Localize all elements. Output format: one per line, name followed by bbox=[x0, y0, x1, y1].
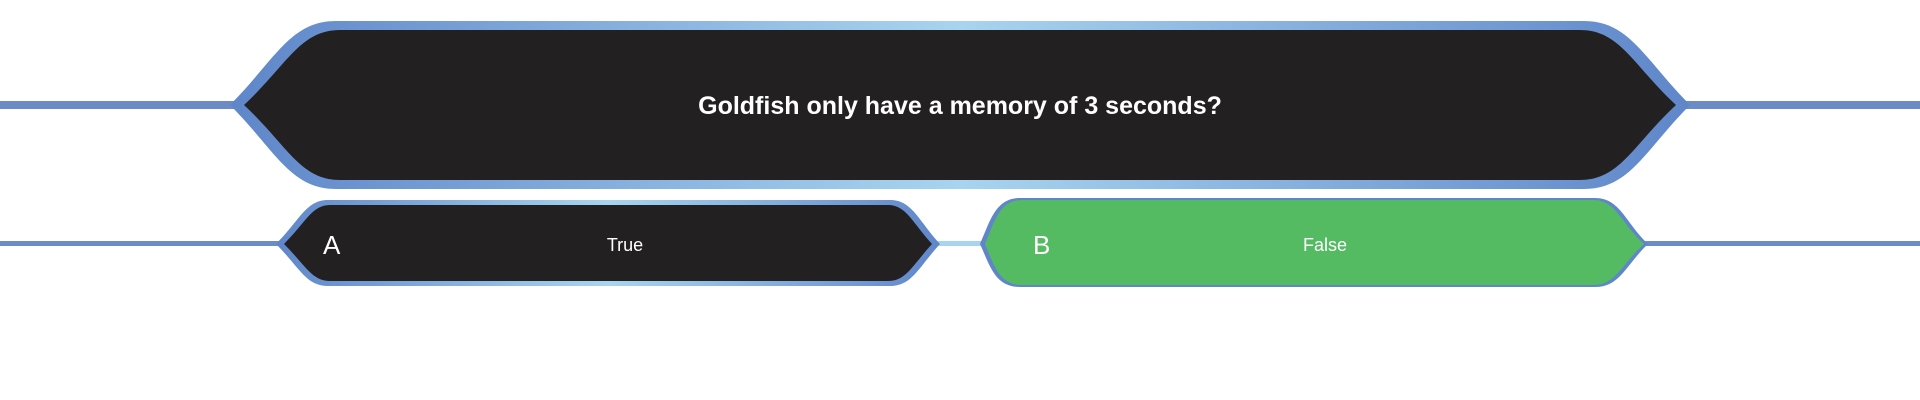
answer-letter-a: A bbox=[323, 230, 341, 260]
answer-connector-left bbox=[0, 241, 280, 246]
answer-b-panel bbox=[985, 200, 1644, 285]
answer-letter-b: B bbox=[1033, 230, 1051, 260]
question-banner-panel bbox=[244, 30, 1676, 180]
answer-connector-right bbox=[1640, 241, 1920, 246]
answer-text-a: True bbox=[606, 235, 644, 255]
question-connector-left bbox=[0, 101, 240, 109]
answer-text-b: False bbox=[1302, 235, 1347, 255]
question-connector-right bbox=[1670, 101, 1920, 109]
answer-a-panel bbox=[284, 205, 932, 281]
question-text: Goldfish only have a memory of 3 seconds… bbox=[698, 92, 1222, 120]
answer-connector-middle bbox=[930, 241, 990, 246]
